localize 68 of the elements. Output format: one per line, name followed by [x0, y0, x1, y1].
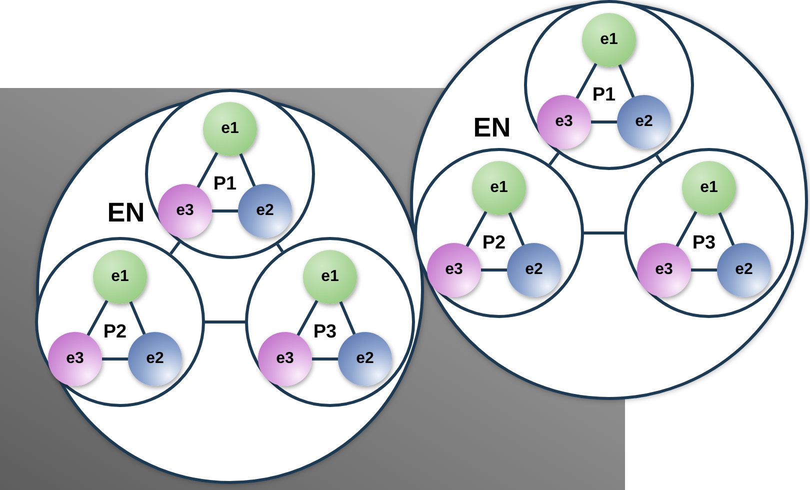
- element-circle: [238, 184, 292, 238]
- network-label: EN: [107, 200, 145, 226]
- group-label: P3: [692, 234, 716, 252]
- group-label: P1: [213, 174, 237, 194]
- element-label: e2: [525, 262, 543, 278]
- element-label: e3: [655, 262, 673, 278]
- network-label: EN: [473, 114, 511, 142]
- element-circle: [582, 13, 636, 67]
- connector-line: [718, 212, 735, 246]
- element-circle: [258, 332, 312, 386]
- element-circle: [617, 95, 671, 149]
- element-label: e3: [276, 351, 294, 367]
- element-circle: [48, 332, 102, 386]
- connector-line: [205, 320, 245, 324]
- connector-line: [170, 241, 180, 255]
- connector-line: [276, 244, 284, 252]
- element-circle: [128, 332, 182, 386]
- connector-line: [508, 212, 525, 246]
- element-circle: [303, 250, 357, 304]
- connector-line: [296, 300, 318, 336]
- connector-line: [676, 210, 698, 248]
- element-label: e3: [445, 262, 463, 278]
- element-label: e1: [700, 180, 718, 196]
- connector-line: [212, 210, 238, 212]
- element-label: e3: [176, 203, 194, 219]
- connector-line: [691, 268, 717, 272]
- element-label: e1: [221, 121, 239, 137]
- element-circle: [717, 243, 771, 297]
- element-circle: [338, 332, 392, 386]
- group-label: P3: [313, 322, 337, 342]
- element-label: e1: [111, 269, 129, 285]
- element-label: e1: [490, 180, 508, 196]
- element-circle: [537, 95, 591, 149]
- element-label: e1: [600, 32, 618, 48]
- connector-line: [655, 154, 663, 164]
- element-circle: [507, 243, 561, 297]
- element-label: e1: [321, 269, 339, 285]
- element-circle: [93, 250, 147, 304]
- connector-line: [576, 62, 598, 100]
- element-label: e2: [146, 351, 164, 367]
- connector-line: [548, 152, 560, 166]
- connector-line: [481, 268, 507, 272]
- element-circle: [472, 161, 526, 215]
- connector-line: [584, 232, 624, 234]
- connector-line: [86, 300, 108, 336]
- element-circle: [682, 161, 736, 215]
- connector-line: [239, 153, 256, 187]
- element-circle: [158, 184, 212, 238]
- element-label: e2: [635, 114, 653, 130]
- connector-line: [591, 120, 617, 124]
- connector-line: [102, 358, 128, 360]
- connector-line: [312, 358, 338, 360]
- element-label: e3: [66, 351, 84, 367]
- element-label: e2: [256, 203, 274, 219]
- connector-line: [339, 301, 356, 335]
- group-label: P2: [482, 234, 506, 252]
- element-label: e2: [735, 262, 753, 278]
- connector-line: [466, 210, 488, 248]
- connector-line: [129, 301, 146, 335]
- connector-line: [618, 64, 635, 98]
- element-circle: [203, 102, 257, 156]
- element-label: e3: [555, 114, 573, 130]
- element-circle: [427, 243, 481, 297]
- group-label: P2: [103, 322, 127, 342]
- element-circle: [637, 243, 691, 297]
- element-label: e2: [356, 351, 374, 367]
- group-label: P1: [592, 86, 616, 104]
- connector-line: [196, 152, 218, 188]
